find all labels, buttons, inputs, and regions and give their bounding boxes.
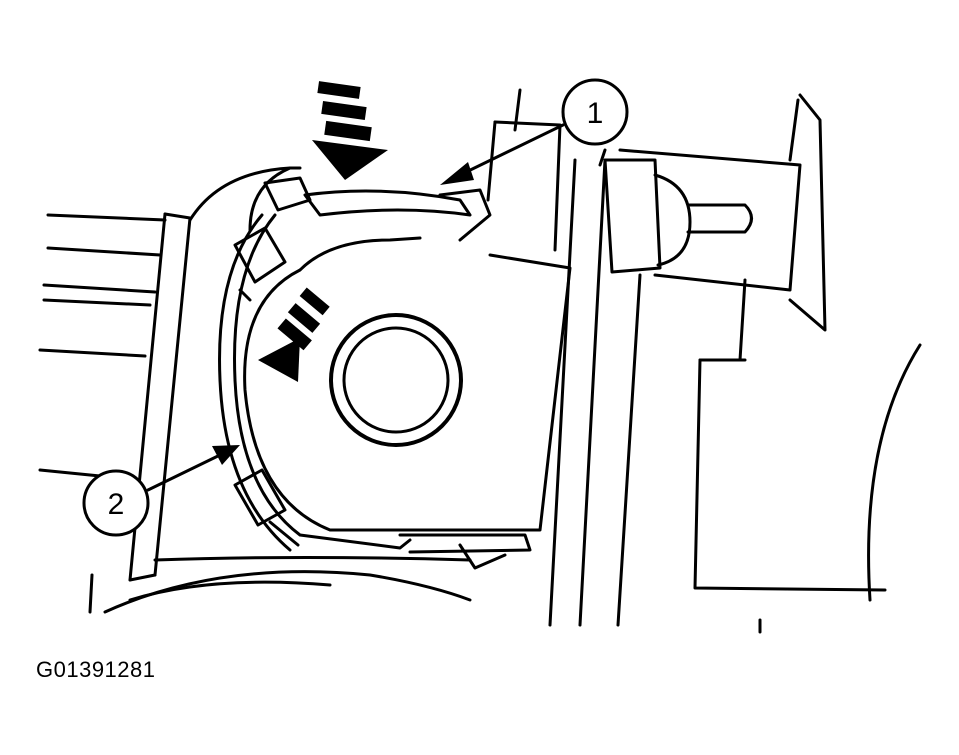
- callout-2: 2: [82, 445, 240, 537]
- chassis-structure: [693, 343, 922, 634]
- bracket-housing: [188, 166, 302, 232]
- callout-2-label: 2: [108, 488, 125, 521]
- figure-code: G01391281: [36, 657, 156, 682]
- press-direction-arrow-top: [312, 81, 388, 180]
- subframe-arc: [88, 556, 472, 614]
- mounting-bolt: [603, 93, 827, 362]
- stabilizer-bar-bushing: [243, 236, 572, 532]
- callout-1: 1: [440, 78, 629, 185]
- bushing-bracket-u-clip: [218, 176, 532, 570]
- press-direction-arrow-middle: [258, 287, 330, 382]
- callout-1-label: 1: [587, 97, 604, 130]
- frame-rail: [486, 88, 642, 627]
